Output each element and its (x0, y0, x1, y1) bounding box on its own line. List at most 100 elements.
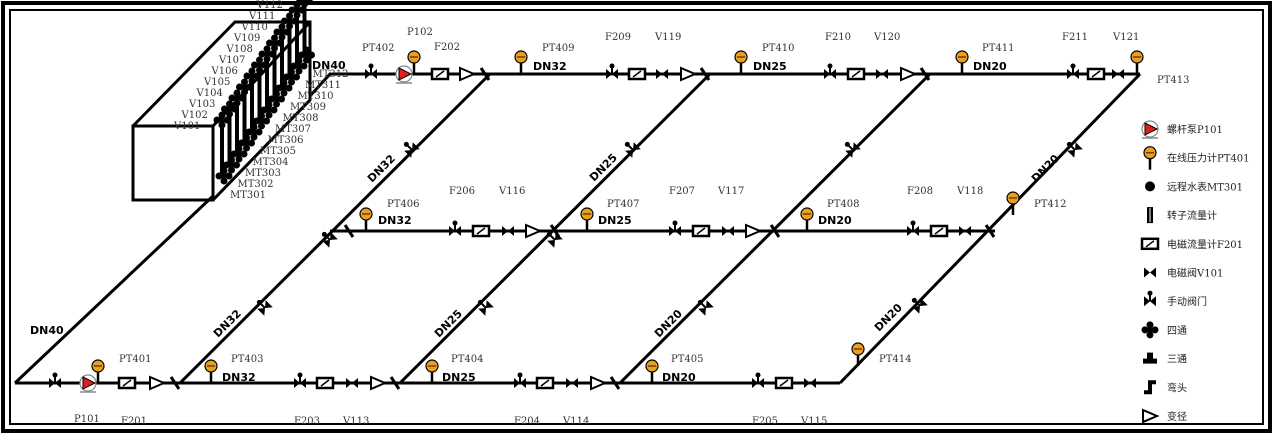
manifold-valve-label: V112 (256, 0, 283, 11)
legend-label: 手动阀门 (1167, 295, 1207, 308)
pressure-gauge-icon (514, 50, 528, 74)
water-meter-icon (253, 112, 270, 130)
tee-icon (609, 376, 621, 390)
water-meter-label: MT307 (275, 124, 311, 135)
label-f209: F209 (605, 32, 631, 43)
meter-branch (251, 56, 270, 130)
label-v114: V114 (562, 416, 589, 427)
label-pt403: PT403 (231, 354, 264, 365)
reducer-icon (370, 375, 388, 391)
legend-label: 转子流量计 (1167, 209, 1217, 222)
manual-valve-icon (752, 372, 764, 388)
water-meter-label: MT306 (268, 135, 304, 146)
legend-item: 电磁阀V101 (1144, 267, 1223, 280)
pipe-size-label: DN40 (312, 59, 346, 72)
label-pt407: PT407 (607, 199, 640, 210)
water-meter-icon (275, 79, 293, 97)
legend-item: 螺杆泵P101 (1141, 120, 1223, 139)
inner-frame (9, 9, 1264, 425)
legend-label: 四通 (1167, 325, 1187, 337)
tee-icon (699, 67, 711, 81)
pressure-gauge-icon (734, 50, 748, 74)
pipe-size-label: DN20 (662, 371, 696, 384)
label-v115: V115 (800, 416, 827, 427)
electromagnetic-flowmeter-icon (430, 67, 450, 81)
label-v116: V116 (498, 186, 525, 197)
label-p102: P102 (407, 27, 433, 38)
solenoid-valve-icon (566, 378, 578, 388)
legend-label: 电磁阀V101 (1167, 267, 1223, 280)
rotameter-icon (1147, 207, 1153, 224)
manual-valve-icon (477, 299, 494, 316)
label-pt402: PT402 (362, 43, 395, 54)
manifold-valve-label: V108 (226, 44, 253, 55)
label-v113: V113 (342, 416, 369, 427)
pipe-size-label: DN40 (30, 324, 64, 337)
manual-valve-icon (514, 372, 526, 388)
label-f203: F203 (294, 416, 320, 427)
pressure-gauge-icon (580, 207, 594, 231)
label-pt411: PT411 (982, 43, 1015, 54)
manual-valve-icon (844, 141, 861, 158)
manifold-valve-label: V101 (173, 121, 200, 132)
label-v121: V121 (1112, 32, 1139, 43)
reducer-icon (590, 375, 608, 391)
solenoid-valve-icon (656, 69, 668, 79)
reducer-icon (459, 66, 477, 82)
legend-item: 变径 (1142, 408, 1187, 424)
electromagnetic-flowmeter-icon (774, 376, 794, 390)
manual-valve-icon (365, 63, 377, 79)
water-meter-label: MT303 (245, 168, 281, 179)
manual-valve-icon (228, 89, 246, 107)
manual-valve-icon (697, 299, 714, 316)
manual-valve-icon (403, 141, 420, 158)
water-meter-icon (238, 134, 255, 152)
pressure-gauge-icon (1143, 146, 1157, 170)
manifold-valve-label: V104 (196, 88, 223, 99)
manual-valve-icon (669, 220, 681, 236)
legend-item: 远程水表MT301 (1145, 180, 1243, 193)
pressure-gauge-icon (955, 50, 969, 74)
screw-pump-icon (79, 374, 97, 393)
manual-valve-icon (281, 12, 298, 30)
legend-item: 四通 (1141, 321, 1187, 339)
water-meter-icon (223, 156, 240, 174)
meter-branch (266, 34, 285, 108)
legend-label: 螺杆泵P101 (1167, 124, 1223, 136)
pipe-size-label: DN20 (872, 301, 905, 334)
manifold-valve-label: V103 (188, 99, 215, 110)
label-pt404: PT404 (451, 354, 484, 365)
solenoid-valve-icon (1144, 267, 1156, 278)
water-meter-icon (260, 101, 278, 119)
manifold-valve-label: V107 (218, 55, 245, 66)
water-meter-icon (1145, 181, 1155, 192)
legend-item: 手动阀门 (1144, 290, 1207, 308)
tee-icon (769, 224, 781, 238)
label-pt412: PT412 (1034, 199, 1067, 210)
reducer-icon (525, 223, 543, 239)
reducer-icon (680, 66, 698, 82)
label-pt409: PT409 (542, 43, 575, 54)
legend-item: 三通 (1143, 352, 1187, 366)
manual-valve-icon (256, 299, 273, 316)
water-meter-label: MT309 (290, 102, 326, 113)
manual-valve-icon (907, 220, 919, 236)
water-meter-icon (290, 57, 308, 75)
label-f206: F206 (449, 186, 475, 197)
manual-valve-icon (294, 372, 306, 388)
label-v119: V119 (654, 32, 681, 43)
legend: 螺杆泵P101在线压力计PT401远程水表MT301转子流量计电磁流量计F201… (1140, 120, 1250, 424)
label-pt413: PT413 (1157, 75, 1190, 86)
manifold-valve-label: V106 (211, 66, 238, 77)
meter-branch (273, 23, 293, 97)
label-v118: V118 (956, 186, 983, 197)
manifold-valve-label: V102 (181, 110, 208, 121)
manual-valve-icon (1066, 141, 1083, 158)
manual-valve-icon (236, 78, 253, 96)
manifold-labels: V101MT301V102MT302V103MT303V104MT304V105… (173, 0, 349, 201)
pipe-size-label: DN20 (818, 214, 852, 227)
screw-pump-icon (1141, 120, 1159, 139)
label-p101: P101 (74, 414, 100, 425)
legend-item: 在线压力计PT401 (1143, 146, 1250, 170)
